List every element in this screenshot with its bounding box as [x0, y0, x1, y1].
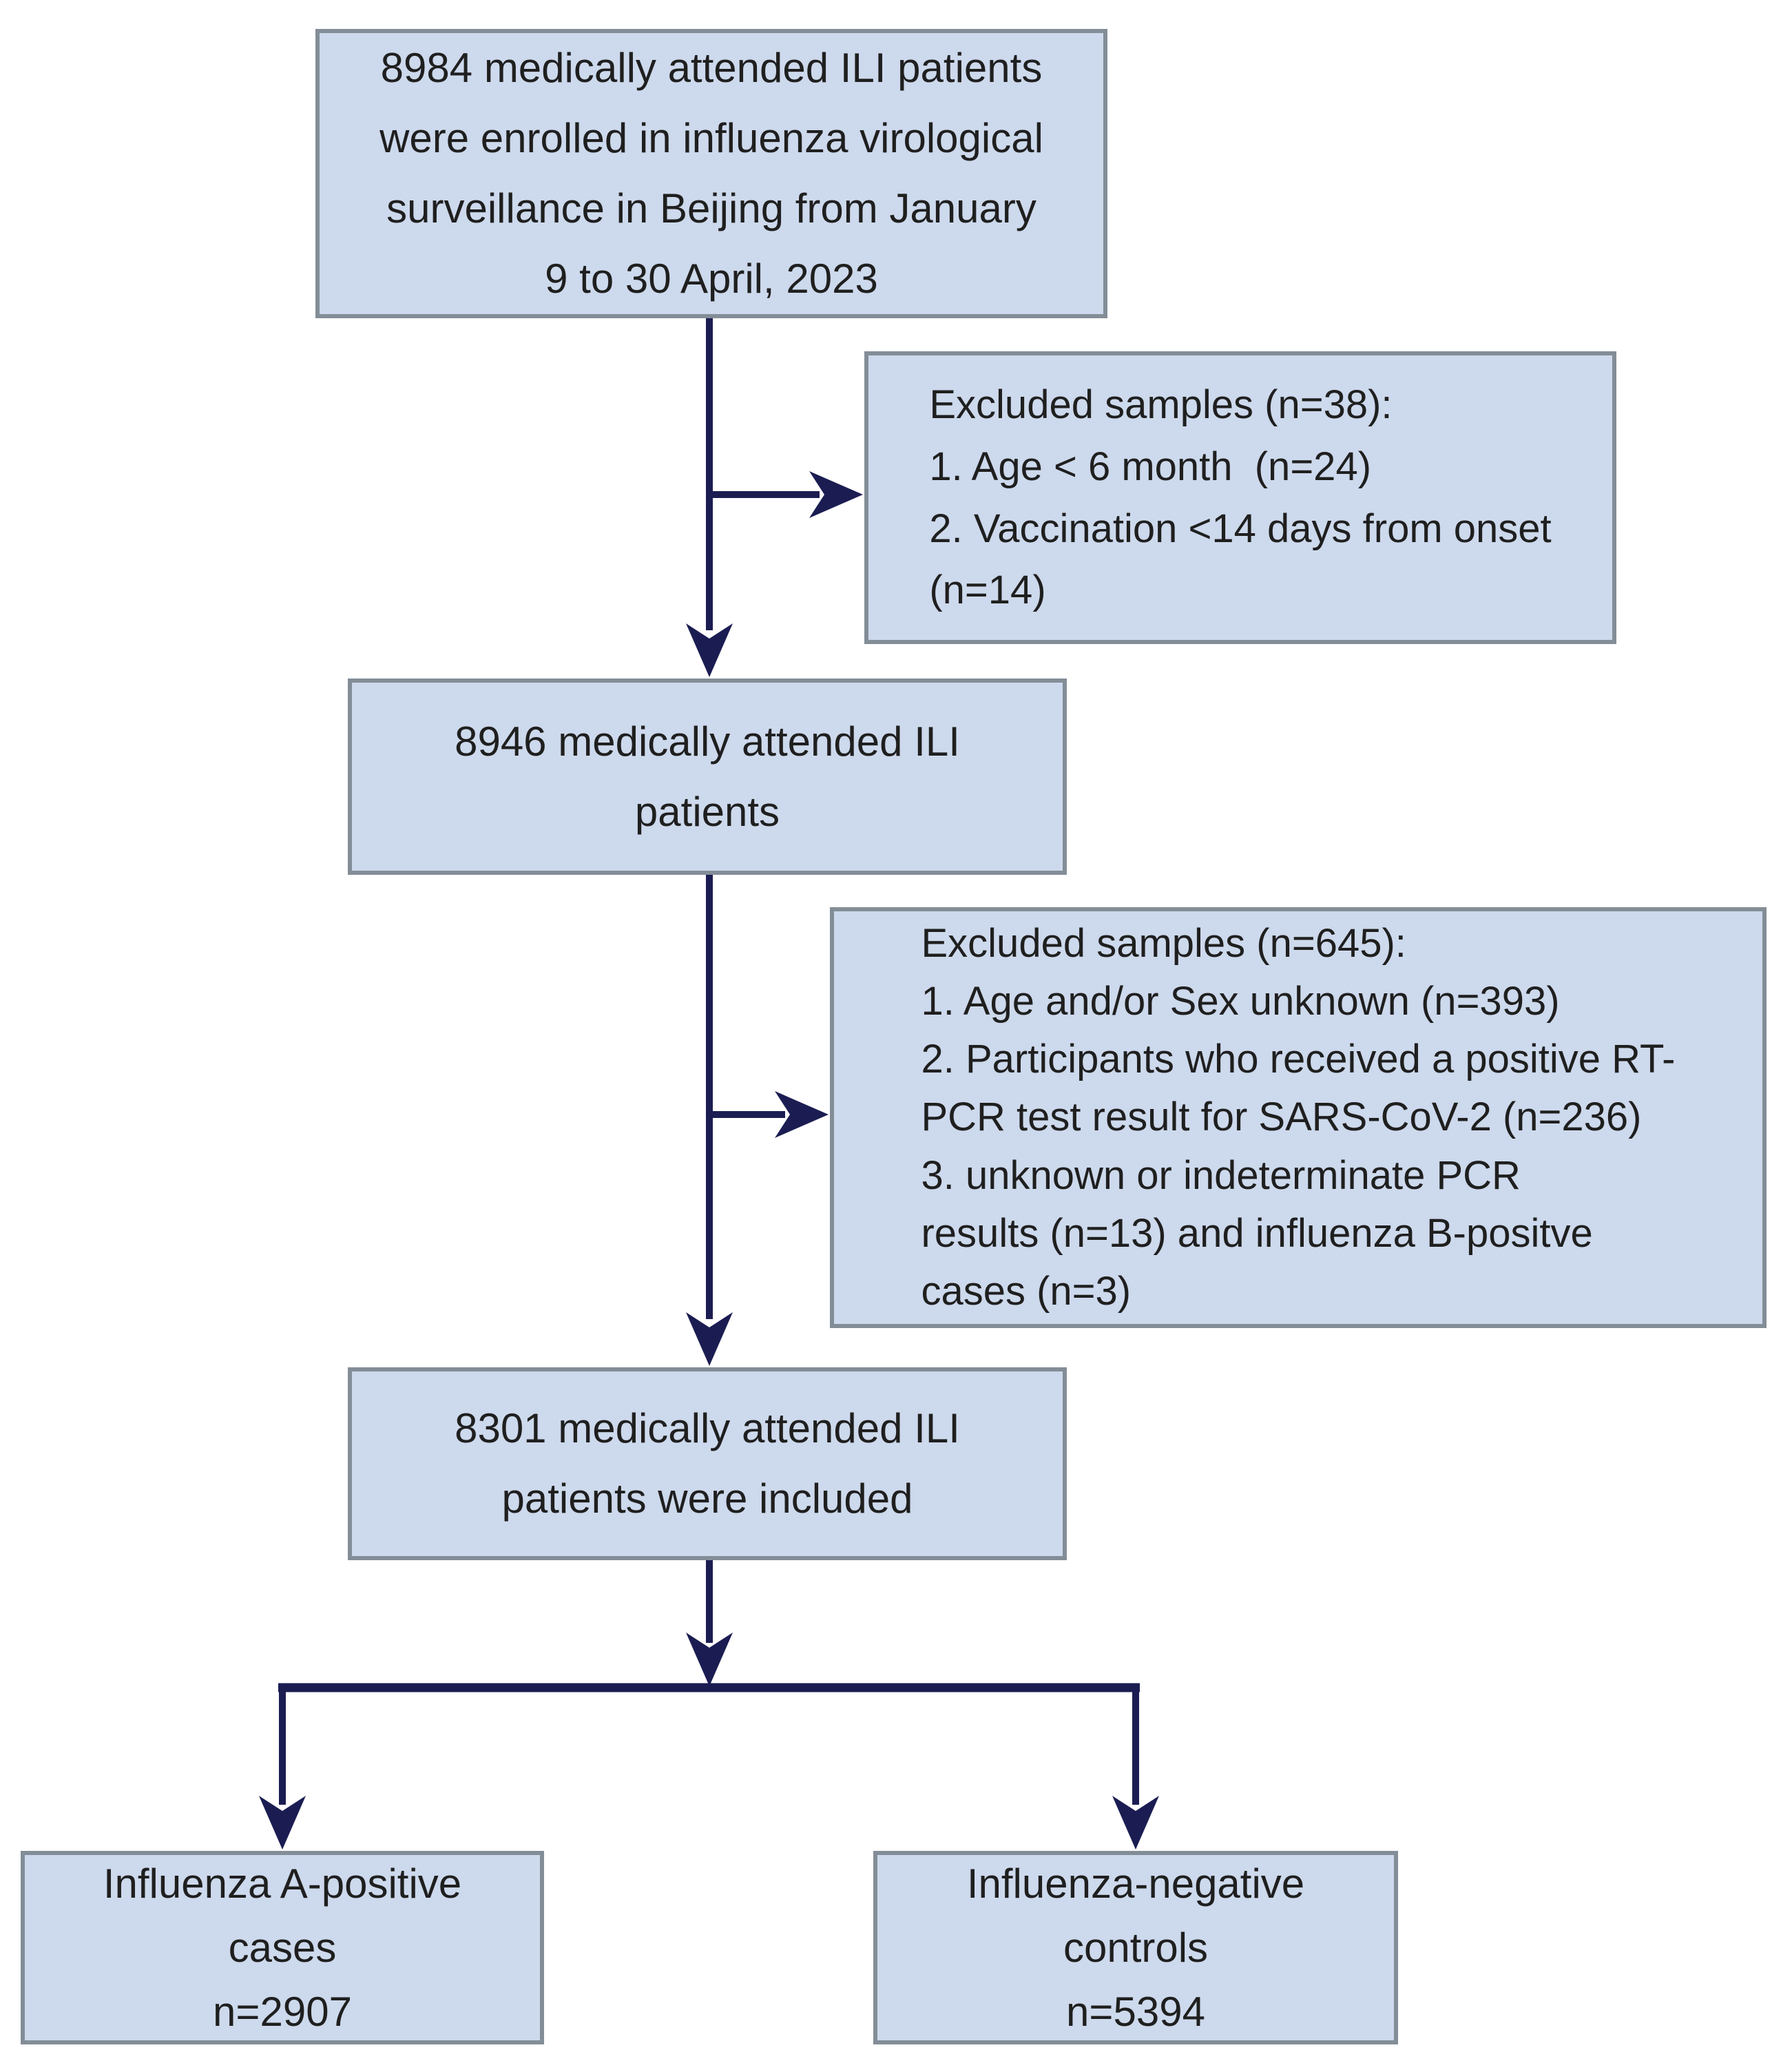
box-excluded-samples-second-text: Excluded samples (n=645): 1. Age and/or … [921, 921, 1676, 1314]
box-after-first-exclusion: 8946 medically attended ILI patients [348, 678, 1067, 875]
connector-split-to-flu-negative [1112, 1688, 1159, 1850]
arrowhead-down-icon [686, 623, 733, 677]
box-influenza-negative-controls-text: Influenza-negative controls n=5394 [966, 1861, 1305, 2035]
box-enrolled-patients-text: 8984 medically attended ILI patients wer… [379, 45, 1043, 302]
arrowhead-down-icon [259, 1796, 306, 1850]
arrowhead-down-icon [686, 1633, 733, 1686]
box-excluded-samples-first: Excluded samples (n=38): 1. Age < 6 mont… [864, 351, 1616, 644]
box-influenza-a-positive-cases-text: Influenza A-positive cases n=2907 [103, 1861, 462, 2035]
box-influenza-negative-controls: Influenza-negative controls n=5394 [873, 1851, 1398, 2044]
arrowhead-right-icon [809, 471, 863, 518]
connector-branch-to-excluded1 [709, 471, 863, 518]
arrowhead-right-icon [775, 1091, 829, 1138]
arrowhead-down-icon [1112, 1796, 1159, 1850]
connector-enrolled-to-after1 [686, 318, 733, 677]
box-excluded-samples-second: Excluded samples (n=645): 1. Age and/or … [830, 907, 1767, 1328]
box-influenza-a-positive-cases: Influenza A-positive cases n=2907 [21, 1851, 544, 2044]
box-included-patients-text: 8301 medically attended ILI patients wer… [455, 1405, 960, 1522]
arrowhead-down-icon [686, 1312, 733, 1366]
connector-split-to-flu-a [259, 1688, 306, 1850]
connector-after1-to-included [686, 875, 733, 1366]
connector-branch-to-excluded2 [709, 1091, 829, 1138]
box-excluded-samples-first-text: Excluded samples (n=38): 1. Age < 6 mont… [929, 382, 1552, 613]
box-enrolled-patients: 8984 medically attended ILI patients wer… [315, 29, 1107, 318]
box-after-first-exclusion-text: 8946 medically attended ILI patients [455, 718, 960, 835]
connector-included-to-split [686, 1560, 733, 1686]
box-included-patients: 8301 medically attended ILI patients wer… [348, 1367, 1067, 1560]
